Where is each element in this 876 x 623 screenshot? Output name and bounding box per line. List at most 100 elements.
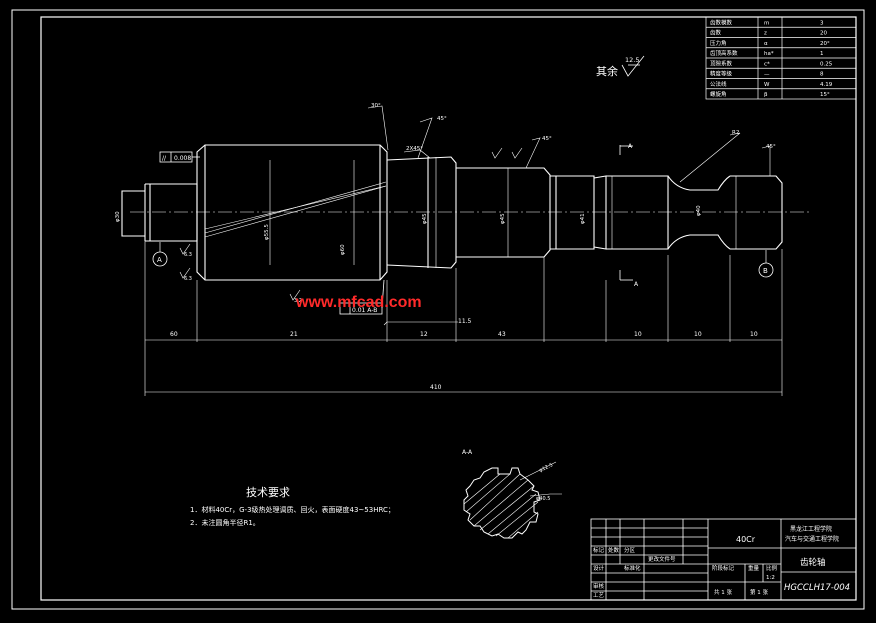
diameter-labels: φ30 φ55.5 φ60 φ45 φ45 φ41 φ40 bbox=[115, 205, 702, 255]
param-name: 顶隙系数 bbox=[710, 60, 733, 68]
dia-label: φ60 bbox=[340, 244, 346, 255]
param-val: 8 bbox=[820, 72, 824, 78]
tb-scale: 比例 bbox=[766, 564, 778, 572]
tb-check: 审核 bbox=[593, 582, 605, 590]
chamfer-2x45: 2X45° bbox=[406, 146, 423, 152]
chamfer-texts: 30° 45° 45° 45° 2X45° R2 bbox=[371, 103, 776, 152]
watermark: www.mfcad.com bbox=[295, 294, 422, 311]
param-val: 15° bbox=[820, 92, 830, 98]
tb-scale-value: 1:2 bbox=[766, 575, 775, 581]
section-cut-marks bbox=[619, 145, 633, 281]
tb-dept: 汽车与交通工程学院 bbox=[785, 535, 839, 543]
flatness-value: 0.008 bbox=[174, 155, 191, 162]
dia-label: φ41 bbox=[580, 213, 586, 224]
chamfer-45c: 45° bbox=[766, 144, 776, 150]
chamfer-leaders bbox=[367, 105, 771, 183]
tb-stage: 阶段标记 bbox=[712, 564, 735, 572]
section-title: A-A bbox=[462, 449, 473, 456]
flatness-symbol: // bbox=[162, 155, 167, 162]
tb-sheets: 共 1 张 bbox=[714, 588, 732, 596]
dim-21: 21 bbox=[290, 331, 298, 338]
roughness-marks bbox=[179, 147, 523, 301]
dia-label: φ45 bbox=[422, 213, 428, 224]
dim-10a: 10 bbox=[634, 331, 642, 338]
param-name: 公法线 bbox=[710, 80, 727, 88]
surface-note-label: 其余 bbox=[596, 64, 618, 78]
tb-standardize: 标准化 bbox=[624, 564, 641, 572]
dia-label: φ45 bbox=[500, 213, 506, 224]
param-name: 螺旋角 bbox=[710, 90, 727, 98]
param-sym: β bbox=[764, 92, 768, 98]
section-leaders bbox=[519, 461, 562, 497]
param-sym: W bbox=[764, 82, 770, 88]
tb-design: 设计 bbox=[593, 564, 605, 572]
param-sym: ha* bbox=[764, 51, 774, 57]
tech-req-item-2: 2．未注圆角半径R1。 bbox=[190, 518, 260, 527]
dim-12: 12 bbox=[420, 331, 428, 338]
tb-material: 40Cr bbox=[736, 535, 756, 544]
roughness-values: 6.3 6.3 3.2 bbox=[184, 252, 302, 304]
shaft-outline bbox=[121, 144, 783, 281]
datum-a-label: A bbox=[157, 256, 162, 264]
chamfer-30: 30° bbox=[371, 103, 381, 109]
keyway-lines bbox=[204, 181, 387, 238]
dimension-texts: 60 21 12 43 10 10 10 410 11.5 bbox=[170, 318, 758, 391]
datum-a-icon: A bbox=[152, 242, 168, 267]
tb-process: 工艺 bbox=[593, 592, 605, 599]
title-block bbox=[590, 518, 857, 601]
tb-part-name: 齿轮轴 bbox=[800, 557, 826, 568]
dim-total: 410 bbox=[430, 384, 442, 391]
dia-label: φ30 bbox=[115, 211, 121, 222]
tech-req-title: 技术要求 bbox=[246, 486, 290, 499]
dim-60: 60 bbox=[170, 331, 178, 338]
section-dim: φ40.5 bbox=[536, 496, 550, 502]
dia-label: φ55.5 bbox=[264, 224, 270, 240]
dim-10b: 10 bbox=[694, 331, 702, 338]
roughness-val: 6.3 bbox=[184, 252, 192, 258]
spline-section bbox=[463, 467, 541, 539]
chamfer-45a: 45° bbox=[437, 116, 447, 122]
tb-school: 黑龙江工程学院 bbox=[790, 525, 832, 533]
tb-weight: 重量 bbox=[748, 564, 760, 572]
tb-count: 处数 bbox=[608, 546, 620, 554]
param-sym: α bbox=[764, 41, 768, 47]
param-name: 齿顶高系数 bbox=[710, 49, 738, 57]
section-dims: φ12.5 φ40.5 bbox=[536, 462, 554, 502]
param-name: 齿数模数 bbox=[710, 19, 733, 27]
section-dim: φ12.5 bbox=[538, 462, 554, 474]
param-sym: z bbox=[764, 31, 767, 37]
datum-b-icon: B bbox=[758, 250, 774, 278]
section-mark-top: A bbox=[628, 143, 633, 150]
param-val: 0.25 bbox=[820, 62, 833, 68]
section-mark-bottom: A bbox=[634, 281, 639, 288]
dim-43: 43 bbox=[498, 331, 506, 338]
roughness-val: 3.2 bbox=[294, 298, 302, 304]
dia-label: φ40 bbox=[696, 205, 702, 216]
param-name: 精度等级 bbox=[710, 70, 733, 78]
surface-note-roughness: 12.5 bbox=[625, 56, 639, 64]
dimension-lines bbox=[144, 241, 783, 396]
datum-b-label: B bbox=[763, 267, 768, 275]
param-val: 20 bbox=[820, 31, 827, 37]
param-sym: m bbox=[764, 21, 769, 27]
flatness-frame bbox=[159, 151, 200, 163]
tb-drawing-no: HGCCLH17-004 bbox=[784, 583, 850, 593]
tolerance-frame bbox=[339, 279, 385, 315]
dim-step: 11.5 bbox=[458, 318, 472, 325]
spline-hatch bbox=[463, 473, 539, 539]
tb-zone: 分区 bbox=[624, 546, 636, 554]
tb-change-doc: 更改文件号 bbox=[648, 555, 676, 563]
tb-sheet: 第 1 张 bbox=[750, 588, 768, 596]
title-block-text: 标记 处数 分区 更改文件号 设计 标准化 审核 工艺 阶段标记 重量 比例 1… bbox=[593, 546, 778, 599]
param-table bbox=[705, 16, 857, 100]
param-sym: c* bbox=[764, 62, 770, 68]
roughness-val: 6.3 bbox=[184, 276, 192, 282]
tech-req-item-1: 1．材料40Cr，G-3级热处理调质、回火，表面硬度43~53HRC； bbox=[190, 505, 395, 514]
radius-r2: R2 bbox=[732, 130, 739, 136]
tolerance-text: 0.01 A-B bbox=[352, 307, 377, 314]
param-val: 4.19 bbox=[820, 82, 833, 88]
tb-mark: 标记 bbox=[593, 546, 605, 554]
param-val: 20° bbox=[820, 41, 830, 47]
